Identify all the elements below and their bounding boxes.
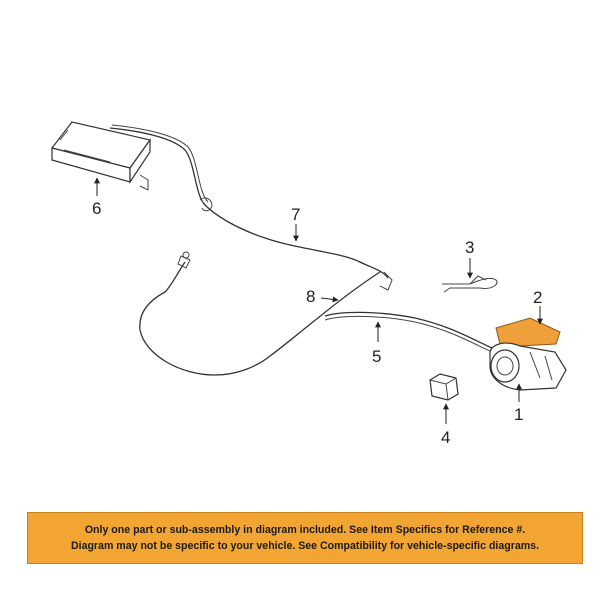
disclaimer-line-1: Only one part or sub-assembly in diagram… xyxy=(84,524,526,536)
callout-2: 2 xyxy=(533,288,542,307)
part-1-handle xyxy=(489,342,567,391)
part-6-module xyxy=(50,121,152,191)
part-4-nut xyxy=(429,373,459,401)
callout-7: 7 xyxy=(291,205,300,224)
part-2-bracket xyxy=(495,317,561,347)
part-8-cable xyxy=(139,261,381,376)
part-7-cable xyxy=(109,127,389,279)
callout-1: 1 xyxy=(514,405,523,424)
callout-6: 6 xyxy=(92,199,101,218)
part-3-clip xyxy=(442,277,498,293)
callout-5: 5 xyxy=(372,347,381,366)
part-5-cable xyxy=(324,311,493,349)
callout-3: 3 xyxy=(465,238,474,257)
callout-4: 4 xyxy=(441,428,450,447)
disclaimer-banner: Only one part or sub-assembly in diagram… xyxy=(27,512,583,564)
disclaimer-line-2: Diagram may not be specific to your vehi… xyxy=(70,540,540,552)
callout-8: 8 xyxy=(306,287,315,306)
